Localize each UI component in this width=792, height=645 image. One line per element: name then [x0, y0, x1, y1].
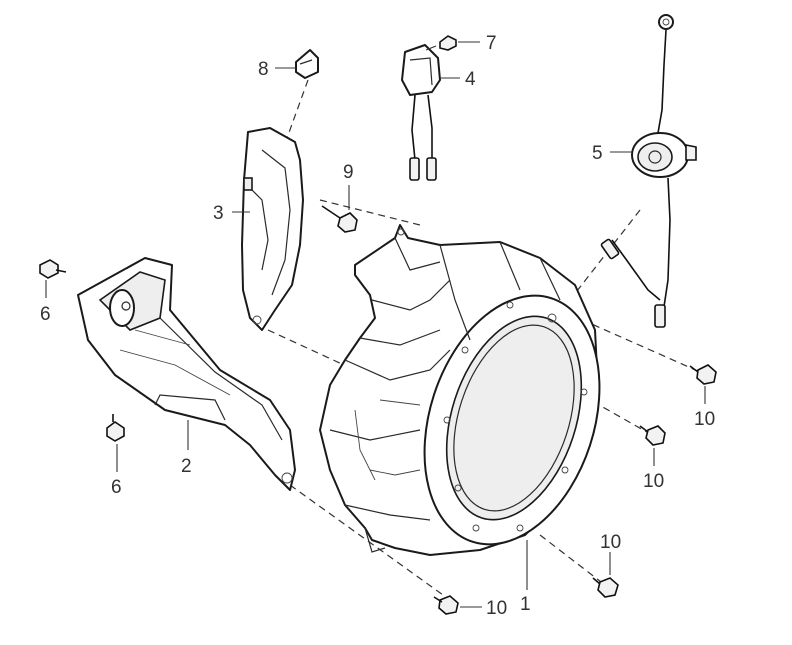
callout-7: 7	[486, 33, 497, 54]
bolts	[39, 35, 717, 615]
bolt-6-bottom	[106, 414, 125, 442]
callout-6-bottom: 6	[111, 477, 122, 498]
callout-labels: 1 2 3 4 5 6 6 7 8 9 10 10 10 10	[40, 33, 715, 619]
callout-4: 4	[465, 69, 476, 90]
bolt-10-d	[433, 595, 459, 615]
oil-level-sensor	[600, 14, 697, 328]
bolt-9	[321, 205, 358, 233]
callout-9: 9	[343, 162, 354, 183]
callout-10-c: 10	[600, 532, 621, 553]
bolt-10-b	[639, 425, 666, 446]
bolt-7	[425, 35, 457, 51]
callout-1: 1	[520, 594, 531, 615]
callout-2: 2	[181, 456, 192, 477]
callout-6-top: 6	[40, 304, 51, 325]
callout-8: 8	[258, 59, 269, 80]
callout-3: 3	[213, 203, 224, 224]
bolt-10-c	[592, 577, 619, 598]
ignition-module	[401, 44, 441, 181]
callout-10-a: 10	[694, 409, 715, 430]
callout-10-b: 10	[643, 471, 664, 492]
callout-10-d: 10	[486, 598, 507, 619]
fan-cover-housing	[319, 224, 601, 556]
bolt-10-a	[689, 364, 717, 385]
spark-plug-connector	[295, 49, 319, 79]
side-cover	[241, 127, 304, 331]
bolt-6-top	[39, 259, 67, 279]
callout-5: 5	[592, 143, 603, 164]
lower-air-guide	[77, 257, 296, 491]
callout-leaders	[45, 41, 706, 608]
